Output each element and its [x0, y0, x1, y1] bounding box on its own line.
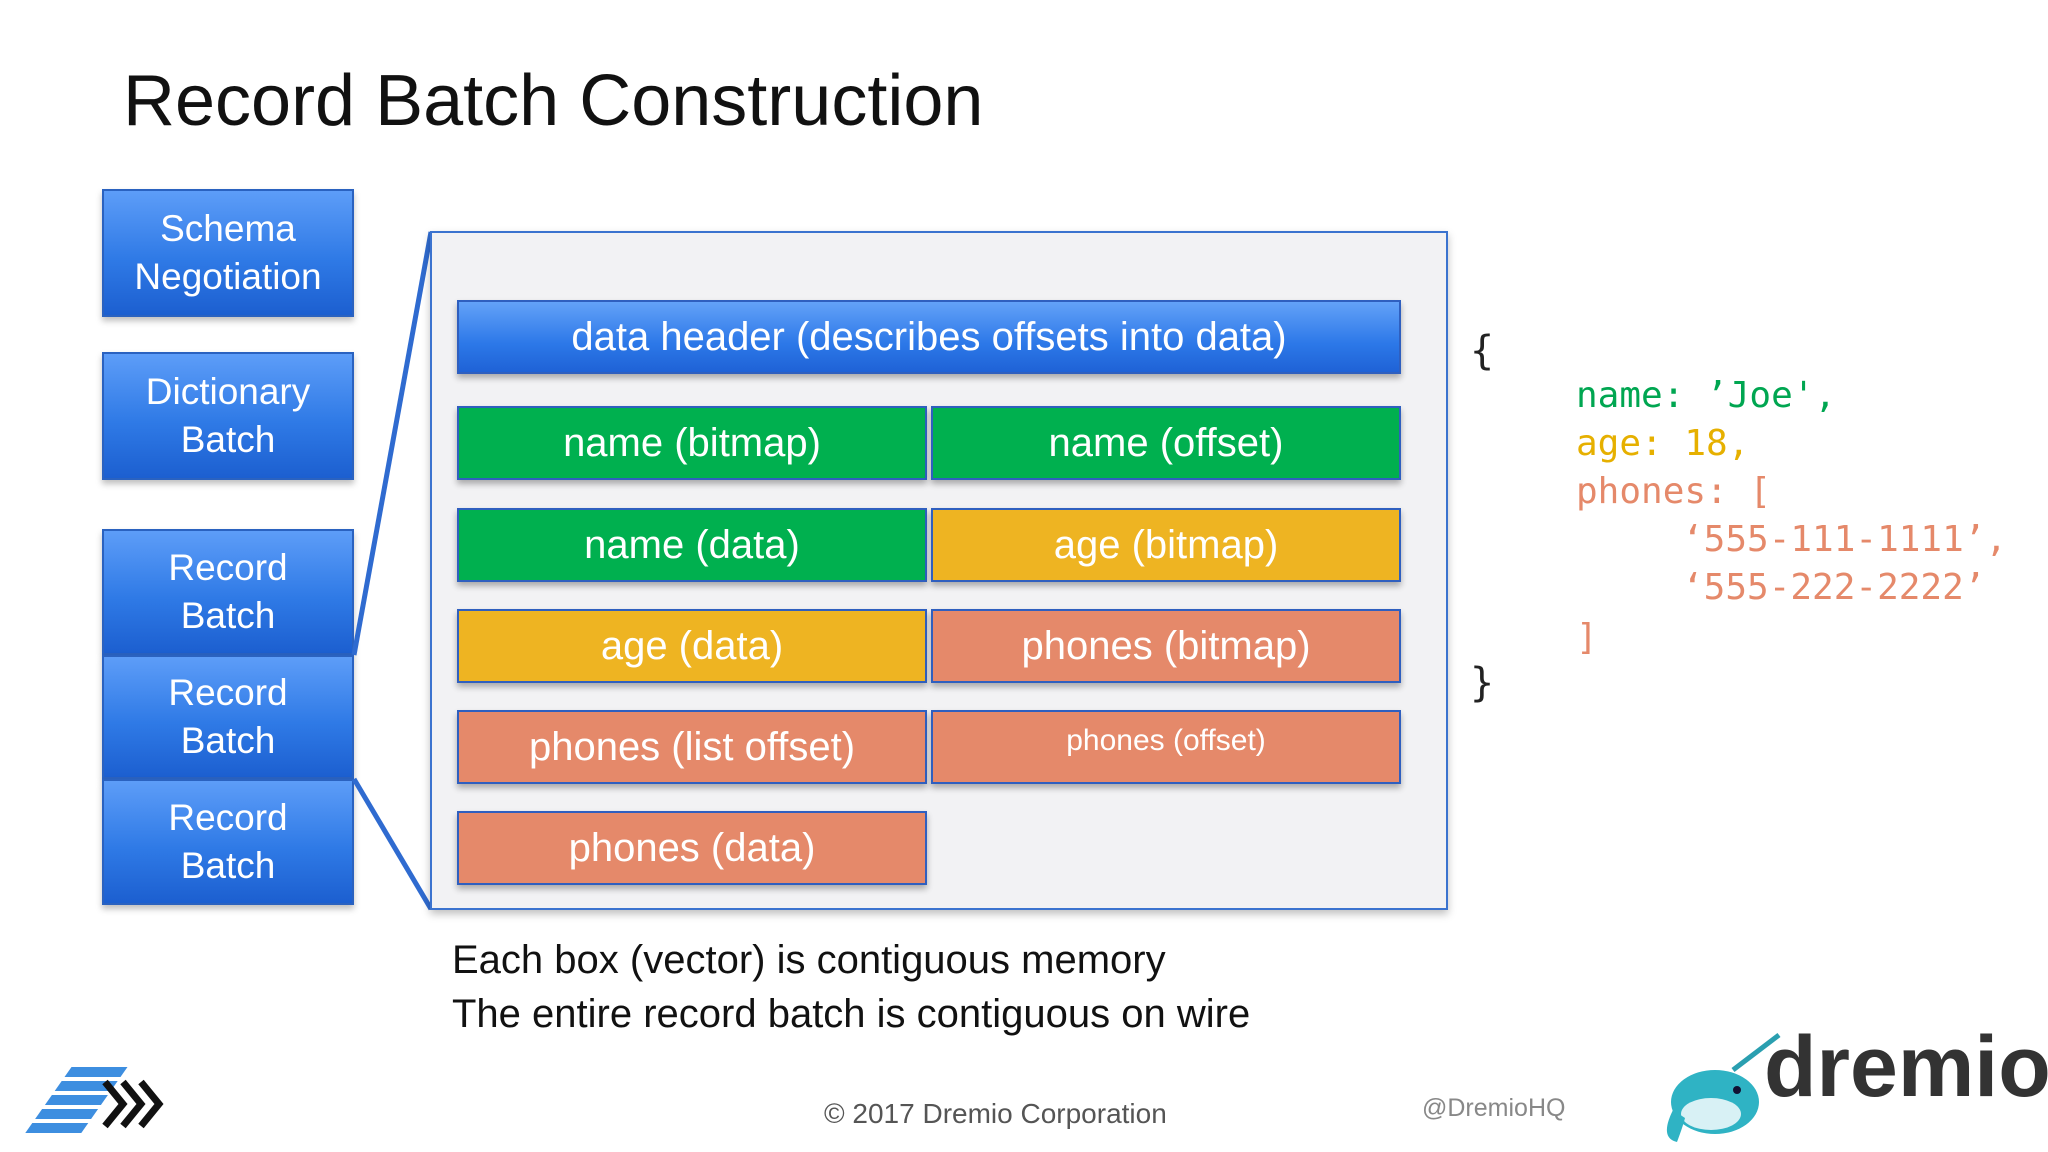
record-batch-1-line-2: Batch	[180, 595, 276, 636]
schema-negotiation-box: Schema Negotiation	[102, 189, 354, 317]
record-batch-box-2: Record Batch	[102, 655, 354, 779]
note-line-2: The entire record batch is contiguous on…	[452, 992, 1251, 1036]
record-batch-3-line-2: Batch	[180, 845, 276, 886]
name-data-vector: name (data)	[457, 508, 927, 582]
twitter-handle: @DremioHQ	[1422, 1094, 1566, 1122]
note-line-1: Each box (vector) is contiguous memory	[452, 938, 1166, 982]
record-batch-2-line-2: Batch	[180, 720, 276, 761]
age-bitmap-vector: age (bitmap)	[931, 508, 1401, 582]
record-batch-box-1: Record Batch	[102, 529, 354, 655]
data-header-vector: data header (describes offsets into data…	[457, 300, 1401, 374]
narwhal-logo-icon	[1666, 1033, 1781, 1142]
json-open-brace: {	[1470, 328, 1495, 374]
json-phones-line: phones: [	[1576, 471, 1772, 512]
dictionary-line-2: Batch	[180, 419, 276, 460]
json-age-line: age: 18,	[1576, 423, 1750, 464]
dictionary-line-1: Dictionary	[145, 370, 311, 412]
dictionary-batch-box: Dictionary Batch	[102, 352, 354, 480]
schema-line-1: Schema	[160, 207, 296, 249]
phones-offset-vector: phones (offset)	[931, 710, 1401, 784]
name-offset-vector: name (offset)	[931, 406, 1401, 480]
json-name-line: name: ’Joe',	[1576, 375, 1837, 416]
copyright-text: © 2017 Dremio Corporation	[824, 1098, 1167, 1129]
dremio-wordmark: dremio	[1764, 1019, 2048, 1115]
name-bitmap-vector: name (bitmap)	[457, 406, 927, 480]
json-phone-2: ‘555-222-2222’	[1682, 567, 1986, 608]
schema-line-2: Negotiation	[134, 256, 322, 297]
json-phone-1: ‘555-111-1111’,	[1682, 519, 2008, 560]
phones-bitmap-vector: phones (bitmap)	[931, 609, 1401, 683]
json-close-brace: }	[1470, 660, 1495, 706]
expansion-line-bottom	[351, 777, 434, 911]
json-close-bracket: ]	[1576, 617, 1598, 658]
record-batch-3-line-1: Record	[168, 796, 288, 838]
age-data-vector: age (data)	[457, 609, 927, 683]
phones-list-offset-vector: phones (list offset)	[457, 710, 927, 784]
arrow-logo-icon	[25, 1067, 164, 1133]
phones-data-vector: phones (data)	[457, 811, 927, 885]
record-batch-box-3: Record Batch	[102, 779, 354, 905]
expansion-line-top	[351, 231, 434, 656]
record-batch-1-line-1: Record	[168, 546, 288, 588]
slide-title: Record Batch Construction	[123, 61, 984, 141]
record-batch-2-line-1: Record	[168, 671, 288, 713]
